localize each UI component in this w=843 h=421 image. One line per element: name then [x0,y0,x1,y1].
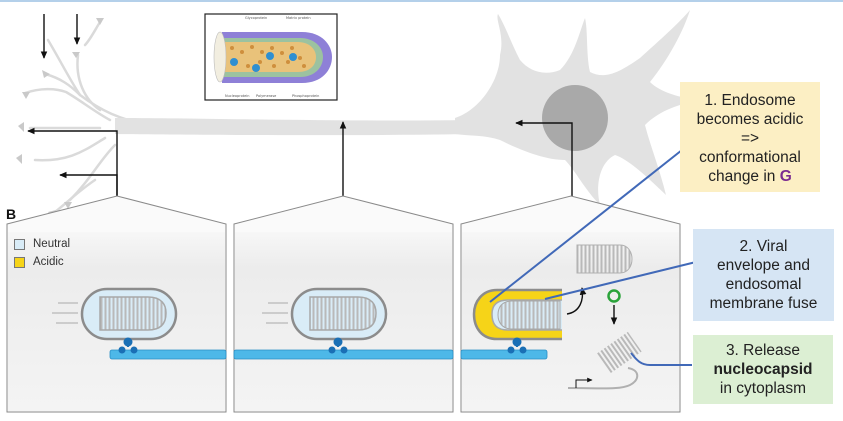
step1-line5-prefix: change in [708,168,780,185]
legend-neutral-label: Neutral [33,238,71,250]
endosome-neutral-2 [290,287,388,354]
endosome-acidic [472,288,562,354]
acidic-swatch [14,256,25,268]
step2-line2: envelope and [716,257,811,274]
nucleocapsid-released [576,244,633,274]
legend-acidic-label: Acidic [33,256,64,268]
endosome-neutral-1 [80,287,178,354]
pointer-lines [489,149,697,366]
pointer-step1 [489,149,683,303]
step3-line2: nucleocapsid [713,361,813,378]
fusion-marker-icon [607,289,621,303]
motion-lines-1 [52,302,78,324]
transcription-start-icon [575,377,593,388]
receptor-3 [507,337,527,354]
pointer-step2 [544,261,697,300]
step2-line4: membrane fuse [709,295,818,312]
axon [115,118,470,136]
step1-line1: 1. Endosome [704,92,796,109]
step2-line3: endosomal [725,276,802,293]
step1-line4: conformational [699,149,801,166]
callout-step2: 2. Viral envelope and endosomal membrane… [693,229,834,321]
pointer-step3 [630,352,692,366]
curved-arrow-release [566,287,587,315]
step1-line3: => [740,130,760,147]
nucleocapsid-uncoiling [567,331,642,390]
step1-line5: change in G [680,167,820,186]
microtubule-1 [109,349,227,360]
receptor-2 [328,337,348,354]
arrow-to-nucleus [515,119,573,200]
legend-neutral: Neutral [14,238,70,250]
transport-arrows [27,14,573,210]
motion-lines-2 [262,302,288,324]
virion-inset [204,13,338,101]
legend-acidic: Acidic [14,256,64,268]
inset-label-nucleoprotein: Nucleoprotein [225,94,250,98]
step3-line1: 3. Release [725,342,801,359]
dendrite-tips [16,18,104,218]
callout-step1: 1. Endosome becomes acidic => conformati… [680,82,820,192]
microtubule-3 [460,349,548,360]
step2-line1: 2. Viral [739,238,788,255]
step1-line2: becomes acidic [696,111,804,128]
neutral-swatch [14,238,25,250]
nucleus [542,85,608,151]
callout-step3: 3. Release nucleocapsid in cytoplasm [693,335,833,404]
neuron [16,10,700,218]
glycoprotein-g: G [779,168,792,185]
receptor-1 [118,337,138,354]
step3-line3: in cytoplasm [719,380,807,397]
inset-label-phosphoprotein: Phosphoprotein [292,94,320,98]
panel-label: B [6,206,17,222]
inset-label-glycoprotein: Glycoprotein [245,16,268,20]
inset-label-polymerase: Polymerase [256,94,277,98]
inset-label-matrix: Matrix protein [286,16,311,20]
